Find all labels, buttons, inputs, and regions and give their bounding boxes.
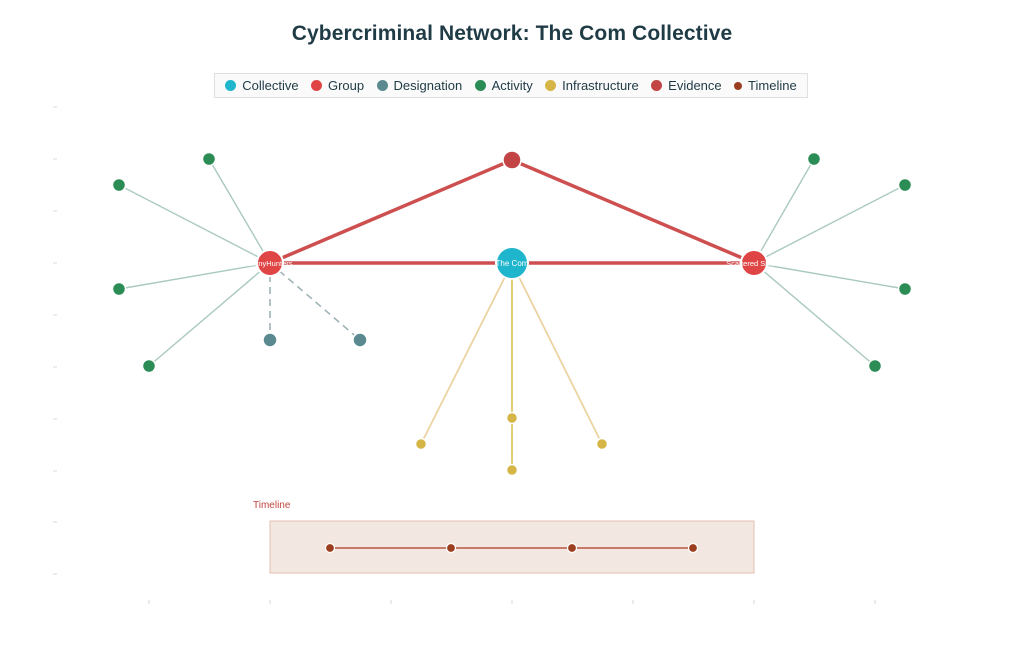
legend: Collective Group Designation Activity In… — [214, 73, 808, 98]
legend-label-infrastructure: Infrastructure — [562, 78, 639, 93]
legend-label-activity: Activity — [491, 78, 533, 93]
page-title: Cybercriminal Network: The Com Collectiv… — [291, 22, 733, 45]
legend-swatch-timeline — [734, 81, 743, 90]
legend-item-infrastructure[interactable]: Infrastructure — [545, 78, 639, 93]
legend-label-timeline: Timeline — [748, 78, 797, 93]
infrastructure-node[interactable] — [505, 411, 519, 425]
legend-item-timeline[interactable]: Timeline — [734, 78, 797, 93]
timeline-node[interactable] — [566, 542, 578, 554]
legend-label-collective: Collective — [242, 78, 299, 93]
activity-node[interactable] — [806, 151, 822, 167]
activity-node[interactable] — [897, 177, 913, 193]
legend-item-group[interactable]: Group — [310, 78, 365, 93]
infrastructure-node[interactable] — [595, 437, 609, 451]
legend-swatch-activity — [474, 80, 486, 91]
evidence-node[interactable] — [502, 150, 522, 170]
legend-swatch-collective — [225, 80, 237, 91]
legend-label-evidence: Evidence — [668, 78, 722, 93]
timeline-label: Timeline — [253, 500, 291, 511]
activity-node[interactable] — [111, 177, 127, 193]
legend-item-activity[interactable]: Activity — [474, 78, 533, 93]
axis-ticks — [53, 106, 876, 604]
legend-swatch-group — [310, 80, 322, 91]
designation-node[interactable] — [352, 332, 368, 348]
legend-item-designation[interactable]: Designation — [376, 78, 463, 93]
legend-swatch-designation — [376, 80, 388, 91]
legend-swatch-infrastructure — [545, 80, 557, 91]
infrastructure-nodes — [414, 411, 609, 477]
infrastructure-node[interactable] — [505, 463, 519, 477]
timeline-nodes — [324, 542, 699, 554]
legend-swatch-evidence — [651, 80, 663, 91]
activity-node[interactable] — [867, 358, 883, 374]
legend-item-collective[interactable]: Collective — [225, 78, 299, 93]
legend-label-group: Group — [327, 78, 365, 93]
group-node-scattered-spider[interactable] — [740, 249, 768, 277]
activity-node[interactable] — [897, 281, 913, 297]
activity-node[interactable] — [141, 358, 157, 374]
activity-edges — [118, 158, 906, 367]
activity-node[interactable] — [111, 281, 127, 297]
group-node-shinyhunters[interactable] — [256, 249, 284, 277]
designation-edges — [269, 262, 361, 341]
legend-label-designation: Designation — [393, 78, 463, 93]
designation-nodes — [262, 332, 368, 348]
collective-node-the-com[interactable] — [495, 246, 529, 280]
node-label-the-com: The Com — [496, 259, 529, 268]
activity-node[interactable] — [201, 151, 217, 167]
activity-nodes — [111, 151, 913, 374]
designation-node[interactable] — [262, 332, 278, 348]
legend-item-evidence[interactable]: Evidence — [651, 78, 722, 93]
node-label-scattered-spider: Scattered Spider — [726, 259, 782, 268]
timeline-node[interactable] — [324, 542, 336, 554]
infrastructure-edges — [420, 262, 603, 470]
node-label-shinyhunters: ShinyHunters — [247, 259, 292, 268]
timeline-node[interactable] — [687, 542, 699, 554]
infrastructure-node[interactable] — [414, 437, 428, 451]
timeline-node[interactable] — [445, 542, 457, 554]
